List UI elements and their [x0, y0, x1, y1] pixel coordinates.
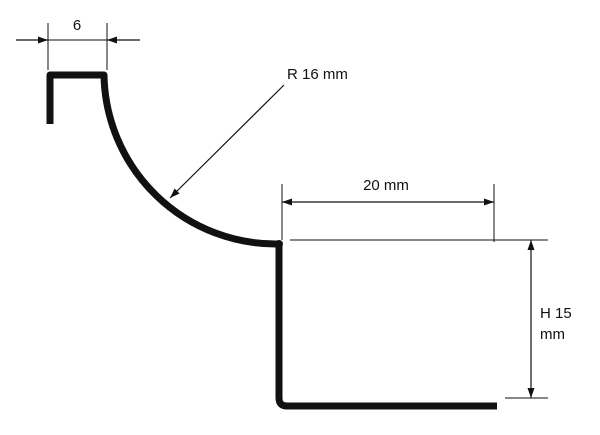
radius-label: R 16 mm [287, 66, 348, 83]
profile-outline [46, 71, 497, 410]
width-dimension-label: 6 [73, 17, 81, 34]
radius-leader [169, 84, 285, 199]
depth-dimension-label: 20 mm [363, 177, 409, 194]
height-label-line2: mm [540, 326, 565, 343]
height-dimension-label: H 15 mm [540, 305, 576, 343]
height-label-line1: H 15 [540, 305, 572, 322]
corner-dot [275, 240, 283, 248]
